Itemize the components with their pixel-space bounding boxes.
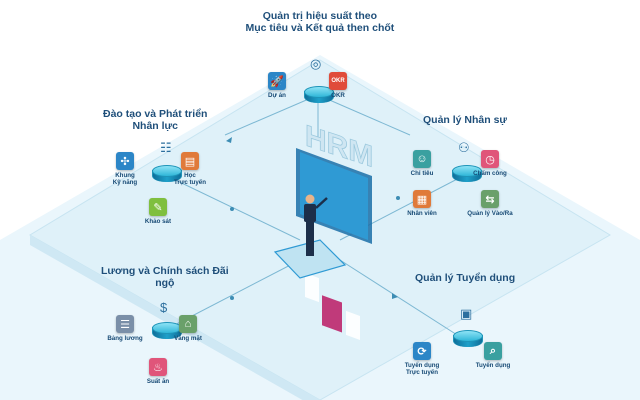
employee-icon: ▦ <box>413 190 431 208</box>
hub-hr <box>452 165 482 187</box>
module-absence[interactable]: ⌂ Vắng mặt <box>153 315 223 342</box>
module-label: Nhân viên <box>387 210 457 217</box>
profile-card <box>305 273 319 303</box>
module-entry-exit[interactable]: ⇆ Quản lý Vào/Ra <box>455 190 525 217</box>
screen-front <box>300 152 368 240</box>
clock-icon: ◷ <box>481 150 499 168</box>
module-okr[interactable]: OKR OKR <box>303 72 373 99</box>
module-label-line: Vắng mặt <box>174 335 202 342</box>
presentation-icon: ▤ <box>181 152 199 170</box>
module-label-line: Nhân viên <box>407 210 437 217</box>
module-label-line: Học <box>184 172 196 179</box>
module-label: Bảng lương <box>90 335 160 342</box>
group-title-line: Đào tạo và Phát triển <box>103 108 208 120</box>
module-label: Tuyển dụng <box>458 362 528 369</box>
module-clock[interactable]: ◷ Chấm công <box>455 150 525 177</box>
rocket-icon: 🚀 <box>268 72 286 90</box>
group-title-line: Nhân lực <box>132 120 178 132</box>
module-label-line: Suất ăn <box>146 378 170 385</box>
org-chart-icon: ⚇ <box>458 140 470 155</box>
group-title-hr: Quản lý Nhân sự <box>423 114 507 126</box>
module-label-line: Trực tuyến <box>406 369 438 376</box>
arrow-marker-right <box>392 293 398 299</box>
absence-icon: ⌂ <box>179 315 197 333</box>
module-label: Vắng mặt <box>153 335 223 342</box>
module-label: Chấm công <box>455 170 525 177</box>
module-label-line: Tuyển dụng <box>404 362 440 369</box>
target-icon: ◎ <box>310 56 322 71</box>
hub-recruitment <box>453 330 483 352</box>
group-title-line: Mục tiêu và Kết quả then chốt <box>245 22 395 34</box>
floor-tablet <box>273 239 347 279</box>
profile-card <box>322 295 342 333</box>
group-title-line: Quản trị hiệu suất theo <box>262 10 378 22</box>
hub-performance <box>304 86 334 108</box>
payroll-icon: ☰ <box>116 315 134 333</box>
group-title-line: Quản lý Tuyển dụng <box>415 272 516 284</box>
node-dot <box>230 296 234 300</box>
module-search-candidate[interactable]: ⌕ Tuyển dụng <box>458 342 528 369</box>
online-recruit-icon: ⟳ <box>413 342 431 360</box>
group-title-line: Lương và Chính sách Đãi <box>101 265 229 277</box>
group-title-recruitment: Quản lý Tuyển dụng <box>415 272 515 284</box>
team-icon: ☷ <box>160 140 172 155</box>
module-label-line: Kỹ năng <box>112 179 138 186</box>
module-label-line: Tuyển dụng <box>475 362 511 369</box>
module-survey[interactable]: ✎ Khảo sát <box>123 198 193 225</box>
module-label-line: Dự án <box>268 92 286 99</box>
arrow-marker-left <box>226 137 232 143</box>
module-label-line: Khảo sát <box>144 218 172 225</box>
module-label: Chỉ tiêu <box>387 170 457 177</box>
okr-icon: OKR <box>329 72 347 90</box>
module-label: Suất ăn <box>123 378 193 385</box>
hub-training <box>152 165 182 187</box>
hub-salary <box>152 322 182 344</box>
search-candidate-icon: ⌕ <box>484 342 502 360</box>
module-label-line: OKR <box>331 92 345 99</box>
profile-card <box>346 310 360 341</box>
node-dot <box>396 196 400 200</box>
module-label: Khảo sát <box>123 218 193 225</box>
module-meal[interactable]: ♨ Suất ăn <box>123 358 193 385</box>
module-label-line: Trực tuyến <box>174 179 206 186</box>
module-label-line: Chấm công <box>473 170 507 177</box>
entry-exit-icon: ⇆ <box>481 190 499 208</box>
people-network-icon: ✣ <box>116 152 134 170</box>
module-target-person[interactable]: ☺ Chỉ tiêu <box>387 150 457 177</box>
group-title-line: ngộ <box>155 277 175 289</box>
meal-icon: ♨ <box>149 358 167 376</box>
module-rocket[interactable]: 🚀 Dự án <box>242 72 312 99</box>
module-label-line: Khung <box>115 172 135 179</box>
platform-left-face <box>30 235 320 400</box>
module-payroll[interactable]: ☰ Bảng lương <box>90 315 160 342</box>
platform-top-face <box>29 59 611 400</box>
node-dot <box>230 207 234 211</box>
resume-icon: ▣ <box>460 306 473 321</box>
module-label: OKR <box>303 92 373 99</box>
module-employee[interactable]: ▦ Nhân viên <box>387 190 457 217</box>
survey-icon: ✎ <box>149 198 167 216</box>
money-icon: $ <box>160 300 168 315</box>
target-person-icon: ☺ <box>413 150 431 168</box>
module-label: Quản lý Vào/Ra <box>455 210 525 217</box>
module-label-line: Chỉ tiêu <box>410 170 434 177</box>
module-label: Dự án <box>242 92 312 99</box>
module-label-line: Quản lý Vào/Ra <box>467 210 513 217</box>
module-label-line: Bảng lương <box>107 335 143 342</box>
group-title-line: Quản lý Nhân sự <box>423 114 508 126</box>
hrm-central-display: HRM <box>273 117 374 341</box>
person-figure <box>304 194 328 256</box>
